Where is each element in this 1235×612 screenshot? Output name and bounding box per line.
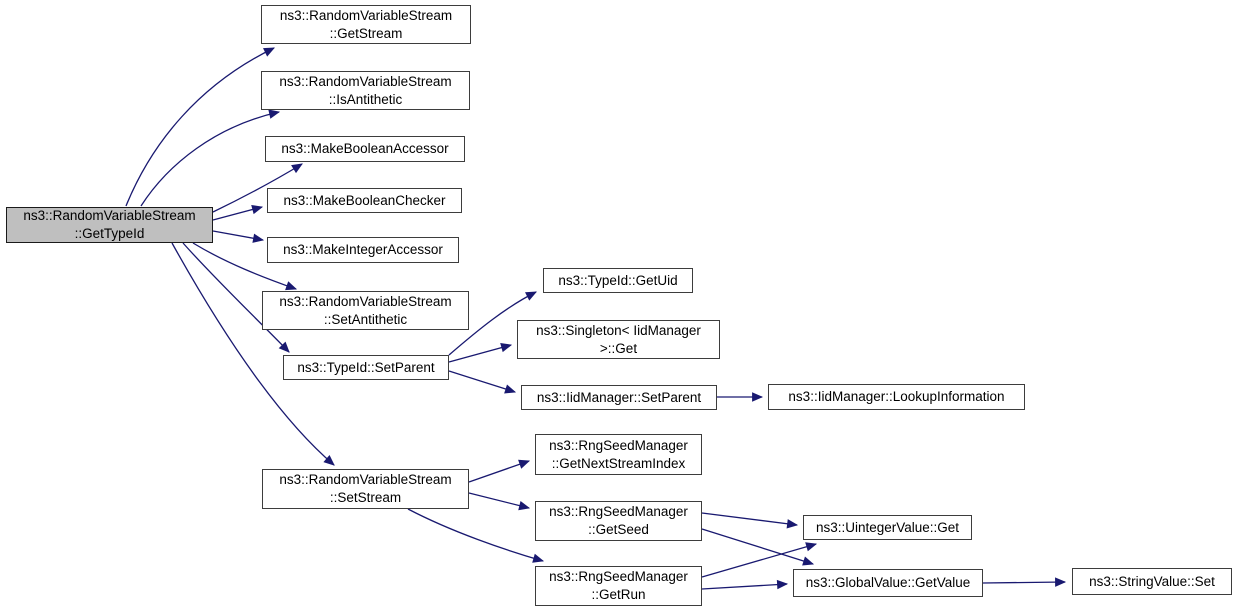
edge-getTypeId-setStream <box>171 242 335 466</box>
node-label-line: ns3::RandomVariableStream <box>279 7 453 23</box>
node-label-line: ns3::MakeBooleanChecker <box>283 192 446 208</box>
node-label-line: ns3::UintegerValue::Get <box>815 519 960 535</box>
node-rng-seed-manager-get-run[interactable]: ns3::RngSeedManager ::GetRun <box>535 566 702 606</box>
node-label-line: ns3::RngSeedManager <box>549 569 688 584</box>
node-label-line: ns3::RandomVariableStream <box>23 208 196 223</box>
node-label-line: ::SetAntithetic <box>323 311 408 327</box>
edge-setStream-getNextStreamIndex <box>468 459 531 483</box>
edge-getRun-globalGetValue <box>701 579 789 590</box>
node-label-line: ns3::RngSeedManager <box>549 504 688 519</box>
node-make-boolean-checker[interactable]: ns3::MakeBooleanChecker <box>267 188 462 213</box>
node-type-id-set-parent[interactable]: ns3::TypeId::SetParent <box>283 355 449 380</box>
edge-setStream-getRun <box>407 508 545 563</box>
node-label-line: ns3::Singleton< IidManager <box>536 322 701 338</box>
node-random-variable-stream-is-antithetic[interactable]: ns3::RandomVariableStream ::IsAntithetic <box>261 71 470 110</box>
node-make-integer-accessor[interactable]: ns3::MakeIntegerAccessor <box>267 237 459 263</box>
node-label-line: ::GetNextStreamIndex <box>551 455 686 471</box>
node-iid-manager-set-parent[interactable]: ns3::IidManager::SetParent <box>521 385 717 410</box>
node-label-line: ::GetTypeId <box>74 226 145 241</box>
node-label-line: ns3::StringValue::Set <box>1089 573 1215 589</box>
node-rng-seed-manager-get-seed[interactable]: ns3::RngSeedManager ::GetSeed <box>535 501 702 541</box>
node-label-line: ::GetSeed <box>588 522 649 537</box>
edge-getTypeId-getStream <box>125 47 275 207</box>
node-label-line: ns3::RandomVariableStream <box>279 73 452 89</box>
node-iid-manager-lookup-information[interactable]: ns3::IidManager::LookupInformation <box>768 384 1025 410</box>
edge-getSeed-uintegerGet <box>701 512 799 529</box>
node-label-line: ns3::RngSeedManager <box>549 437 688 453</box>
node-label-line: ns3::RandomVariableStream <box>279 293 452 309</box>
edge-getTypeId-makeBooleanChecker <box>212 204 264 221</box>
node-label-line: ::SetStream <box>329 490 402 505</box>
edge-typeIdSetParent-iidSetParent <box>448 370 517 394</box>
node-type-id-get-uid[interactable]: ns3::TypeId::GetUid <box>543 268 693 293</box>
node-label-line: ::GetStream <box>329 25 403 41</box>
node-label-line: ::IsAntithetic <box>328 91 403 107</box>
edge-getSeed-globalGetValue <box>701 528 815 566</box>
edge-setStream-getSeed <box>468 492 531 511</box>
node-label-line: ns3::TypeId::GetUid <box>558 272 678 288</box>
edge-getTypeId-isAntithetic <box>140 109 281 207</box>
node-label-line: ns3::MakeIntegerAccessor <box>283 242 443 257</box>
edge-typeIdSetParent-singletonGet <box>448 343 513 363</box>
node-label-line: ns3::IidManager::SetParent <box>536 389 702 405</box>
node-random-variable-stream-set-stream[interactable]: ns3::RandomVariableStream ::SetStream <box>262 469 469 509</box>
node-global-value-get-value[interactable]: ns3::GlobalValue::GetValue <box>793 569 983 597</box>
node-rng-seed-manager-get-next-stream-index[interactable]: ns3::RngSeedManager ::GetNextStreamIndex <box>535 434 702 475</box>
node-label-line: ns3::RandomVariableStream <box>279 472 452 487</box>
node-random-variable-stream-set-antithetic[interactable]: ns3::RandomVariableStream ::SetAntitheti… <box>262 291 469 330</box>
node-label-line: >::Get <box>599 340 638 356</box>
node-label-line: ::GetRun <box>591 587 646 602</box>
edge-globalGetValue-stringSet <box>982 577 1067 587</box>
node-make-boolean-accessor[interactable]: ns3::MakeBooleanAccessor <box>265 136 465 162</box>
node-uinteger-value-get[interactable]: ns3::UintegerValue::Get <box>803 515 972 540</box>
node-random-variable-stream-get-stream[interactable]: ns3::RandomVariableStream ::GetStream <box>261 5 471 44</box>
node-label-line: ns3::IidManager::LookupInformation <box>788 389 1005 404</box>
node-singleton-iid-manager-get[interactable]: ns3::Singleton< IidManager >::Get <box>517 320 720 359</box>
node-label-line: ns3::MakeBooleanAccessor <box>281 141 449 156</box>
node-label-line: ns3::GlobalValue::GetValue <box>805 575 971 590</box>
edge-getTypeId-makeIntegerAccessor <box>212 230 265 243</box>
node-string-value-set[interactable]: ns3::StringValue::Set <box>1072 568 1232 595</box>
node-random-variable-stream-get-type-id: ns3::RandomVariableStream ::GetTypeId <box>6 207 213 243</box>
node-label-line: ns3::TypeId::SetParent <box>297 359 435 375</box>
